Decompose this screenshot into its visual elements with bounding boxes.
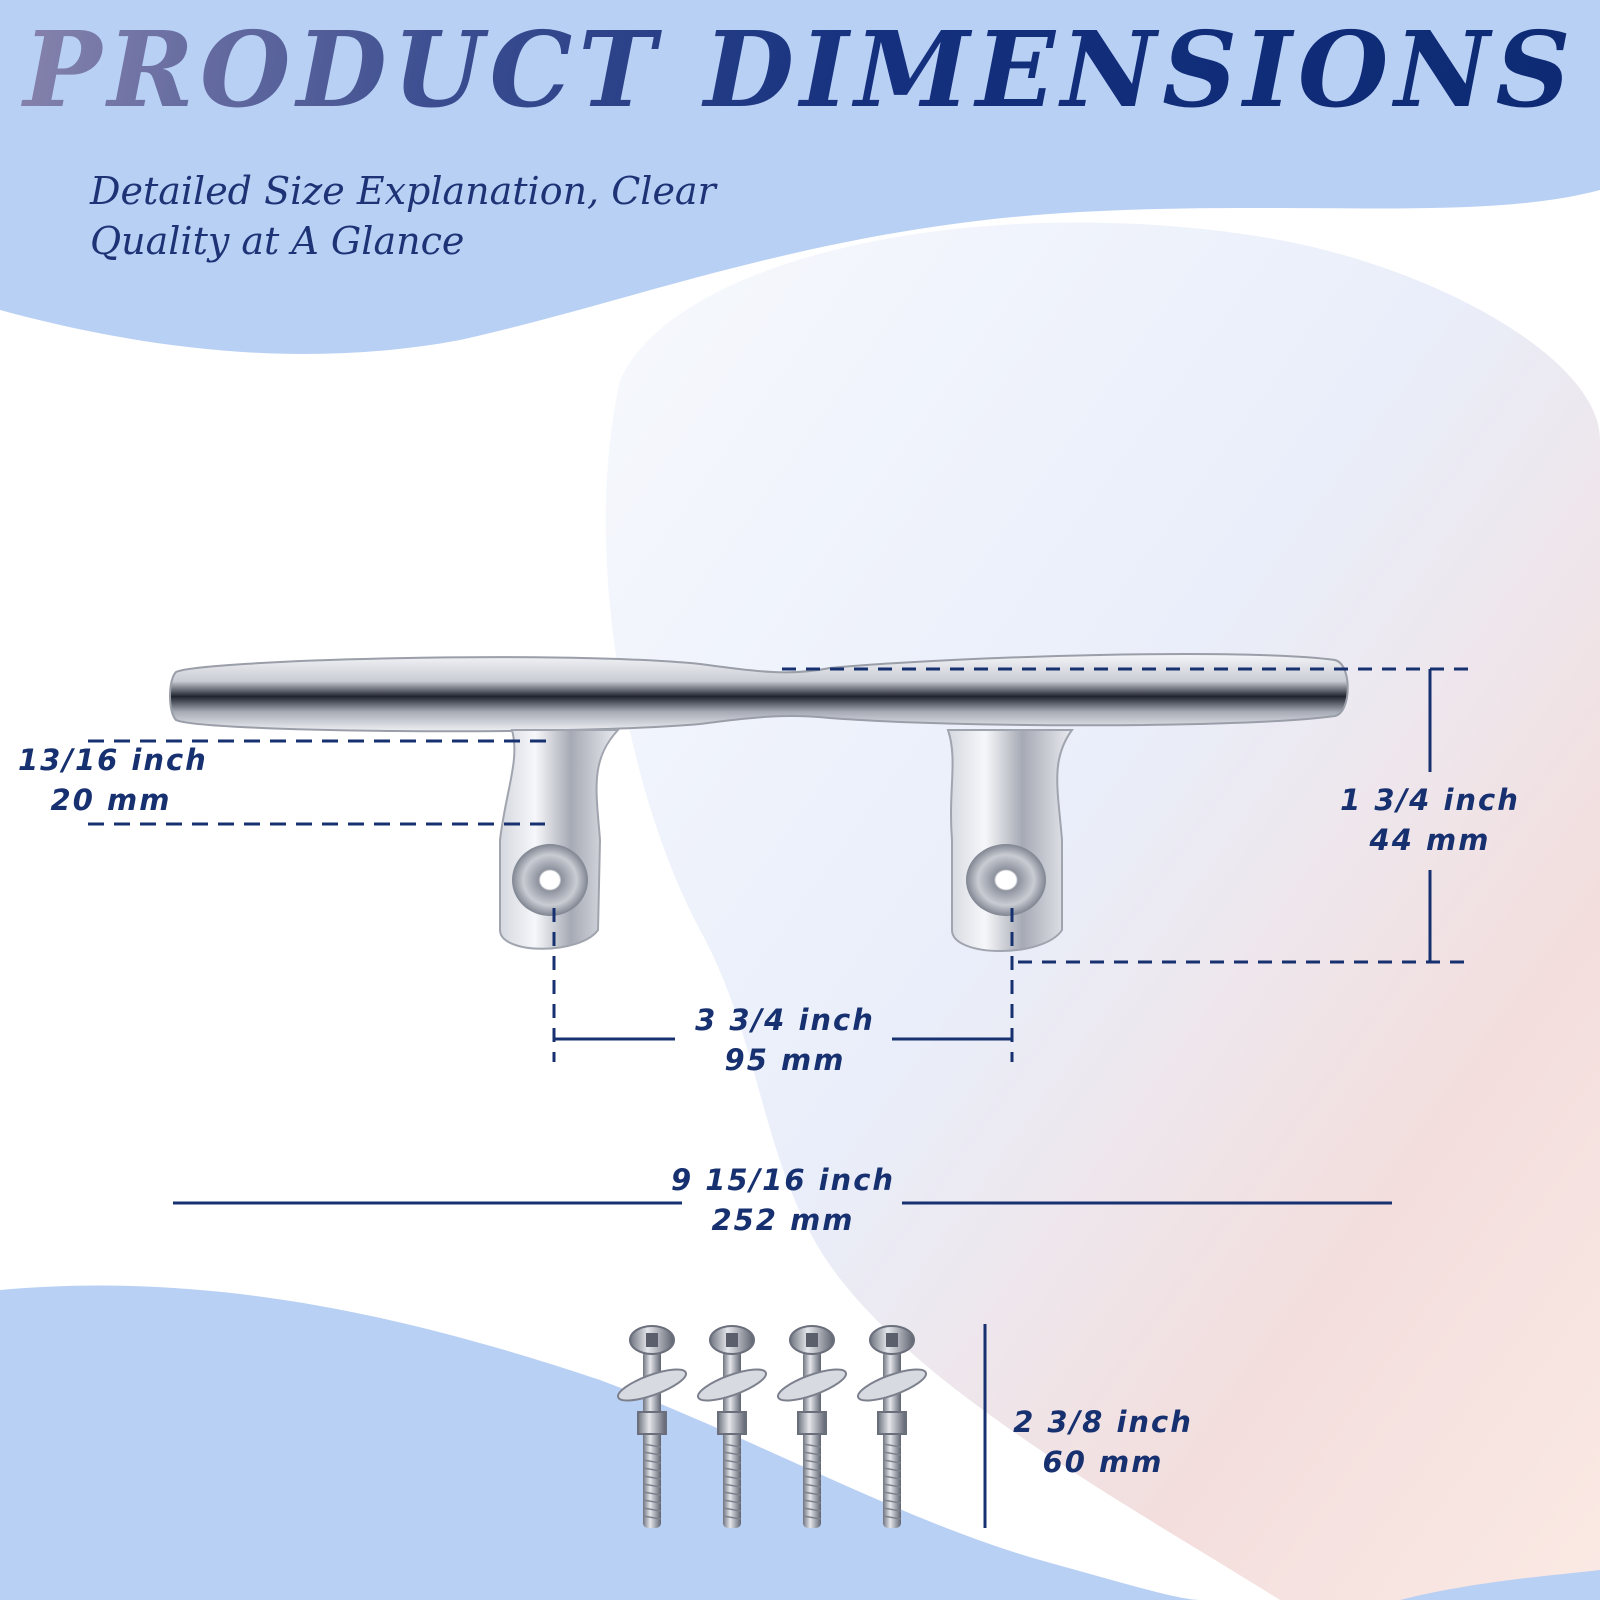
screw-length-inch: 2 3/8 inch (1013, 1405, 1193, 1439)
bottom-right-wave (1400, 1570, 1600, 1600)
screw-3 (776, 1325, 848, 1528)
cleat-leg-left (499, 729, 621, 950)
subtitle-line-2: Quality at A Glance (90, 219, 465, 263)
screw-4 (856, 1325, 928, 1528)
cleat-bar (169, 653, 1349, 733)
total-length-inch: 9 15/16 inch (670, 1163, 896, 1197)
hole-spacing-inch: 3 3/4 inch (695, 1003, 875, 1037)
mounting-screws (616, 1325, 928, 1528)
total-height-mm: 44 mm (1369, 823, 1491, 857)
subtitle-line-1: Detailed Size Explanation, Clear (90, 169, 716, 213)
dimension-lines (88, 667, 1470, 1528)
screw-2 (696, 1325, 768, 1528)
boat-cleat (169, 653, 1349, 952)
screw-length-label: 2 3/8 inch 60 mm (1008, 1402, 1198, 1482)
total-height-label: 1 3/4 inch 44 mm (1330, 780, 1530, 860)
total-length-label: 9 15/16 inch 252 mm (668, 1160, 898, 1240)
base-height-label: 13/16 inch 20 mm (18, 740, 208, 820)
total-length-mm: 252 mm (711, 1203, 855, 1237)
center-blob (605, 222, 1600, 1600)
top-wave-band (0, 0, 1600, 355)
screw-1 (616, 1325, 688, 1528)
hole-spacing-mm: 95 mm (724, 1043, 846, 1077)
screw-length-mm: 60 mm (1042, 1445, 1164, 1479)
total-height-inch: 1 3/4 inch (1340, 783, 1520, 817)
hole-spacing-label: 3 3/4 inch 95 mm (680, 1000, 890, 1080)
page-subtitle: Detailed Size Explanation, Clear Quality… (90, 166, 730, 266)
base-height-inch: 13/16 inch (18, 743, 208, 777)
cleat-leg-right (946, 729, 1074, 952)
base-height-mm: 20 mm (50, 783, 172, 817)
page-title: PRODUCT DIMENSIONS (0, 18, 1600, 122)
